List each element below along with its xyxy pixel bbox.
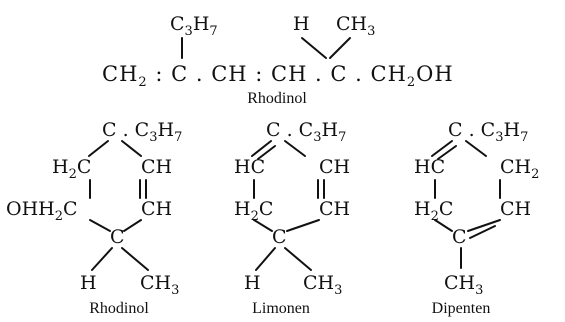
ring2-bond-top-left-outer — [251, 140, 272, 157]
ring1-bond-sub-h — [91, 247, 113, 271]
ring2-top-label: C . C3H7 — [266, 119, 346, 145]
ring3-bond-bottom-left — [434, 219, 453, 232]
dipenten-ring-structure: C . C3H7 HC CH2 H2C CH C CH3 Dipenten — [414, 119, 539, 317]
ring2-left-upper-label: HC — [234, 156, 265, 178]
ring2-right-lower-label: CH — [319, 198, 350, 220]
chain-methyl-label: CH3 — [336, 13, 375, 39]
ring2-bond-bottom-right — [286, 219, 320, 232]
rhodinol-chain-structure: C3H7 H CH3 CH2 : C . CH : CH . C . CH2OH… — [102, 13, 454, 107]
ring2-bond-sub-h — [255, 247, 276, 271]
chain-main-formula: CH2 : C . CH : CH . C . CH2OH — [102, 62, 454, 90]
ring1-bond-sub-methyl — [121, 247, 149, 271]
ring1-right-upper-label: CH — [141, 156, 172, 178]
ring1-bond-top-right — [121, 140, 142, 157]
ring1-sub-methyl-label: CH3 — [140, 272, 179, 298]
ring1-left-upper-label: H2C — [52, 156, 91, 182]
ring2-sub-methyl-label: CH3 — [303, 272, 342, 298]
chain-caption: Rhodinol — [247, 90, 307, 107]
ring1-right-lower-label: CH — [141, 198, 172, 220]
ring3-bottom-label: C — [452, 226, 467, 248]
chain-methyl-bond — [329, 37, 351, 59]
ring2-bond-top-left-inner — [257, 145, 276, 160]
ring3-right-lower-label: CH — [500, 198, 531, 220]
ring3-caption: Dipenten — [432, 300, 491, 317]
chain-propyl-label: C3H7 — [170, 13, 218, 39]
ring1-bond-bottom-right — [123, 219, 142, 232]
ring2-sub-h-label: H — [244, 272, 261, 294]
ring3-bond-top-left-inner — [437, 145, 457, 160]
ring2-bond-bottom-left — [253, 219, 273, 232]
ring2-right-upper-label: CH — [319, 156, 350, 178]
ring3-left-lower-label: H2C — [414, 198, 453, 224]
ring3-bond-bottom-right-inner — [469, 225, 496, 239]
ring3-sub-methyl-label: CH3 — [444, 272, 483, 298]
chain-h-label: H — [293, 13, 310, 35]
ring3-left-upper-label: HC — [414, 156, 445, 178]
limonen-ring-structure: C . C3H7 HC CH H2C CH C H CH3 Limonen — [234, 119, 350, 317]
ring1-bond-bottom-left — [89, 219, 111, 232]
ring1-bond-top-left — [88, 140, 109, 157]
ring3-bond-top-left-outer — [431, 140, 453, 157]
ring1-caption: Rhodinol — [89, 300, 149, 317]
ring3-right-upper-label: CH2 — [500, 156, 539, 182]
ring3-top-label: C . C3H7 — [448, 119, 528, 145]
ring2-bond-sub-methyl — [284, 247, 312, 271]
ring1-sub-h-label: H — [80, 272, 97, 294]
ring1-bottom-label: C — [110, 226, 125, 248]
ring1-top-label: C . C3H7 — [102, 119, 182, 145]
ring3-bond-top-right — [465, 140, 487, 157]
rhodinol-ring-structure: C . C3H7 H2C CH OHH2C CH C H CH3 Rhodino… — [6, 119, 182, 317]
ring3-bond-bottom-right-outer — [467, 219, 501, 232]
ring1-left-lower-label: OHH2C — [6, 198, 78, 224]
ring2-caption: Limonen — [252, 300, 310, 317]
ring2-bond-top-right — [284, 140, 306, 157]
ring2-left-lower-label: H2C — [234, 198, 273, 224]
chain-h-bond — [301, 37, 327, 59]
ring2-bottom-label: C — [272, 226, 287, 248]
